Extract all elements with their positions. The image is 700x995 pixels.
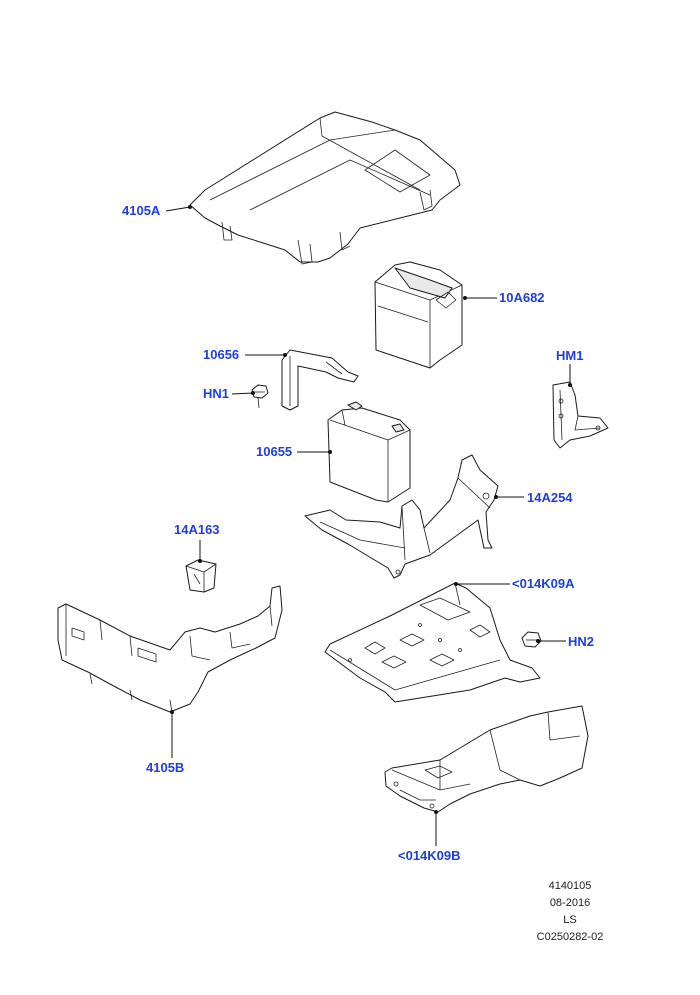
callout-hm1[interactable]: HM1: [556, 348, 584, 363]
callout-14a254[interactable]: 14A254: [527, 490, 573, 505]
part-14a254-tray[interactable]: [304, 454, 499, 579]
reference-code: LS: [563, 914, 577, 926]
part-10a682-insulator[interactable]: [374, 261, 463, 369]
callout-4105a[interactable]: 4105A: [122, 203, 161, 218]
callout-10a682[interactable]: 10A682: [499, 290, 545, 305]
callout-014k09b[interactable]: <014K09B: [398, 848, 461, 863]
callout-10656[interactable]: 10656: [203, 347, 240, 362]
reference-number: 4140105: [548, 880, 592, 892]
callout-10655[interactable]: 10655: [256, 444, 293, 459]
part-4105b-panel[interactable]: [57, 585, 283, 713]
part-014k09a-tray[interactable]: [324, 582, 541, 703]
part-hn1-nut[interactable]: [251, 384, 269, 409]
part-hm1-bracket[interactable]: [552, 381, 609, 449]
part-4105a-cover[interactable]: [189, 111, 461, 265]
callout-hn1[interactable]: HN1: [203, 386, 230, 401]
part-14a163-clip[interactable]: [185, 559, 217, 593]
part-014k09b-support[interactable]: [384, 705, 589, 813]
callout-014k09a[interactable]: <014K09A: [512, 576, 575, 591]
reference-id: C0250282-02: [536, 931, 604, 943]
part-10656-bracket[interactable]: [281, 349, 359, 411]
callout-hn2[interactable]: HN2: [568, 634, 595, 649]
reference-date: 08-2016: [549, 897, 591, 909]
callout-14a163[interactable]: 14A163: [174, 522, 220, 537]
part-10655-battery[interactable]: [327, 401, 411, 503]
diagram-reference-block: 4140105 08-2016 LS C0250282-02: [500, 878, 640, 946]
callout-4105b[interactable]: 4105B: [146, 760, 185, 775]
